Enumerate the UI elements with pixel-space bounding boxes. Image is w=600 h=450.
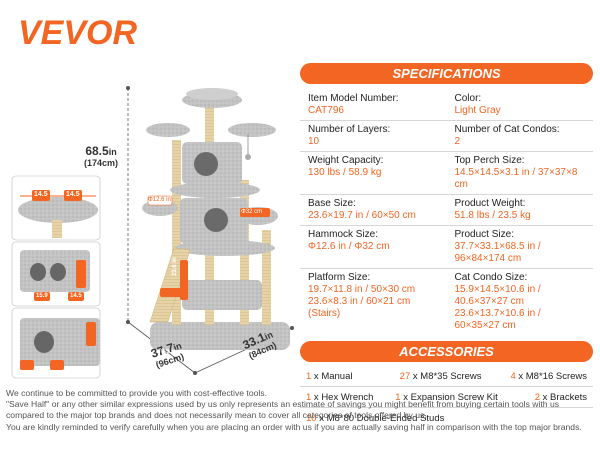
product-illustration: 68.5in (174cm) 37.7in (96cm) 33.1in (84c…: [0, 60, 300, 385]
accessory-text: x Expansion Screw Kit: [400, 391, 498, 403]
accessory-qty: 10: [306, 412, 317, 424]
spec-label: Base Size:: [308, 198, 356, 209]
height-unit: in: [108, 147, 117, 157]
spec-value: 37.7×33.1×68.5 in / 96×84×174 cm: [454, 241, 541, 264]
spec-base-size: Base Size: 23.6×19.7 in / 60×50 cm: [300, 195, 447, 225]
spec-row: Number of Layers: 10 Number of Cat Condo…: [300, 121, 593, 152]
hammock-dim-label: Φ32 cm: [241, 209, 263, 215]
height-label: 68.5in (174cm): [84, 144, 118, 168]
accessory-text: x M8*35 Screws: [410, 370, 482, 382]
spec-label: Hammock Size:: [308, 229, 379, 240]
spec-layers: Number of Layers: 10: [300, 121, 447, 151]
accessory-text: x M8*80 Double-Ended Studs: [316, 412, 445, 424]
spec-value: 51.8 lbs / 23.5 kg: [454, 210, 531, 221]
spec-label: Product Weight:: [454, 198, 526, 209]
spec-row: Weight Capacity: 130 lbs / 58.9 kg Top P…: [300, 152, 593, 195]
spec-value: 2: [454, 136, 461, 147]
spec-model: Item Model Number: CAT796: [300, 90, 447, 120]
top-perch-detail: [11, 175, 101, 241]
spec-platform-size: Platform Size: 19.7×11.8 in / 50×30 cm 2…: [300, 269, 447, 335]
ramp-dim-b: 8.3 in: [161, 349, 177, 355]
spec-label: Product Size:: [454, 229, 514, 240]
spec-value: Φ12.6 in / Φ32 cm: [308, 241, 390, 252]
brand-logo: VEVOR: [18, 14, 138, 52]
disclaimer-line: You are kindly reminded to verify carefu…: [6, 421, 582, 432]
spec-row: Hammock Size: Φ12.6 in / Φ32 cm Product …: [300, 226, 593, 269]
top-dim-a: 14.5: [34, 191, 48, 198]
top-dim-b: 14.5: [66, 191, 80, 198]
accessory-item: 1 x Manual: [306, 371, 400, 382]
accessory-item: 2 x Brackets: [498, 392, 587, 403]
spec-row: Item Model Number: CAT796 Color: Light G…: [300, 90, 593, 121]
spec-product-size: Product Size: 37.7×33.1×68.5 in / 96×84×…: [447, 226, 594, 268]
spec-label: Platform Size:: [308, 272, 371, 283]
spec-grid: Item Model Number: CAT796 Color: Light G…: [300, 90, 593, 335]
spec-value: 14.5×14.5×3.1 in / 37×37×8 cm: [454, 167, 578, 190]
accessory-item: 4 x M8*16 Screws: [493, 371, 587, 382]
height-cm: (174cm): [84, 158, 119, 168]
spec-label: Weight Capacity:: [308, 155, 384, 166]
spec-value: 23.6×8.3 in / 60×21 cm: [308, 296, 411, 307]
spec-color: Color: Light Gray: [447, 90, 594, 120]
spec-panel: SPECIFICATIONS Item Model Number: CAT796…: [300, 63, 593, 428]
accessories-list: 1 x Manual 27 x M8*35 Screws 4 x M8*16 S…: [300, 366, 593, 428]
spec-label: Number of Cat Condos:: [454, 124, 560, 135]
height-value: 68.5: [85, 144, 109, 158]
spec-condo-size: Cat Condo Size: 15.9×14.5×10.6 in / 40.6…: [447, 269, 594, 335]
spec-value: 130 lbs / 58.9 kg: [308, 167, 382, 178]
spec-row: Platform Size: 19.7×11.8 in / 50×30 cm 2…: [300, 269, 593, 335]
accessories-header: ACCESSORIES: [300, 341, 593, 362]
perch-dim-label: Φ12.6 in: [148, 197, 171, 203]
spec-top-perch: Top Perch Size: 14.5×14.5×3.1 in / 37×37…: [447, 152, 594, 194]
spec-value: 23.6×13.7×10.6 in / 60×35×27 cm: [454, 308, 541, 331]
ramp-dim-a: 23.6 in: [172, 257, 178, 276]
spec-value: Light Gray: [454, 105, 501, 116]
condo-detail: [11, 241, 101, 307]
accessory-text: x M8*16 Screws: [515, 370, 588, 382]
accessory-text: x Manual: [311, 370, 353, 382]
cat-tree-drawing: [11, 86, 294, 379]
condo-dim-b: 14.5: [70, 293, 82, 299]
condo-dim-a: 15.9: [36, 293, 48, 299]
spec-value: 19.7×11.8 in / 50×30 cm: [308, 284, 416, 295]
spec-value: 23.6×19.7 in / 60×50 cm: [308, 210, 416, 221]
spec-label: Number of Layers:: [308, 124, 391, 135]
accessory-row: 1 x Hex Wrench 1 x Expansion Screw Kit 2…: [300, 387, 593, 408]
accessory-qty: 1: [395, 391, 401, 403]
spec-row: Base Size: 23.6×19.7 in / 60×50 cm Produ…: [300, 195, 593, 226]
spec-label: Cat Condo Size:: [454, 272, 528, 283]
spec-label: Item Model Number:: [308, 93, 399, 104]
accessory-text: x Hex Wrench: [311, 391, 374, 403]
spec-label: Top Perch Size:: [454, 155, 525, 166]
spec-condos: Number of Cat Condos: 2: [447, 121, 594, 151]
spec-value: (Stairs): [308, 308, 341, 319]
accessory-text: x Brackets: [540, 391, 588, 403]
spec-weight-capacity: Weight Capacity: 130 lbs / 58.9 kg: [300, 152, 447, 194]
disclaimer-line: We continue to be committed to provide y…: [6, 388, 267, 398]
accessory-item: 27 x M8*35 Screws: [400, 371, 494, 382]
spec-value: CAT796: [308, 105, 344, 116]
lower-condo-detail: [11, 307, 101, 379]
disclaimer: We continue to be committed to provide y…: [6, 388, 598, 433]
accessory-qty: 1: [306, 391, 312, 403]
spec-product-weight: Product Weight: 51.8 lbs / 23.5 kg: [447, 195, 594, 225]
disclaimer-line: compared to the major top brands and doe…: [6, 410, 427, 421]
disclaimer-line: "Save Half" or any other similar express…: [6, 399, 560, 410]
spec-value: 10: [308, 136, 320, 147]
accessory-qty: 1: [306, 370, 312, 382]
accessory-row: 1 x Manual 27 x M8*35 Screws 4 x M8*16 S…: [300, 366, 593, 387]
accessory-qty: 4: [510, 370, 516, 382]
cat-tree: [142, 88, 290, 350]
accessory-qty: 27: [399, 370, 411, 382]
spec-label: Color:: [454, 93, 482, 104]
accessory-row: 10 x M8*80 Double-Ended Studs: [300, 408, 593, 428]
accessory-qty: 2: [534, 391, 541, 403]
spec-hammock-size: Hammock Size: Φ12.6 in / Φ32 cm: [300, 226, 447, 268]
specifications-header: SPECIFICATIONS: [300, 63, 593, 84]
accessory-item: 1 x Expansion Screw Kit: [395, 392, 497, 403]
accessory-item: 10 x M8*80 Double-Ended Studs: [306, 413, 587, 424]
accessory-item: 1 x Hex Wrench: [306, 392, 395, 403]
spec-value: 15.9×14.5×10.6 in / 40.6×37×27 cm: [454, 284, 541, 307]
